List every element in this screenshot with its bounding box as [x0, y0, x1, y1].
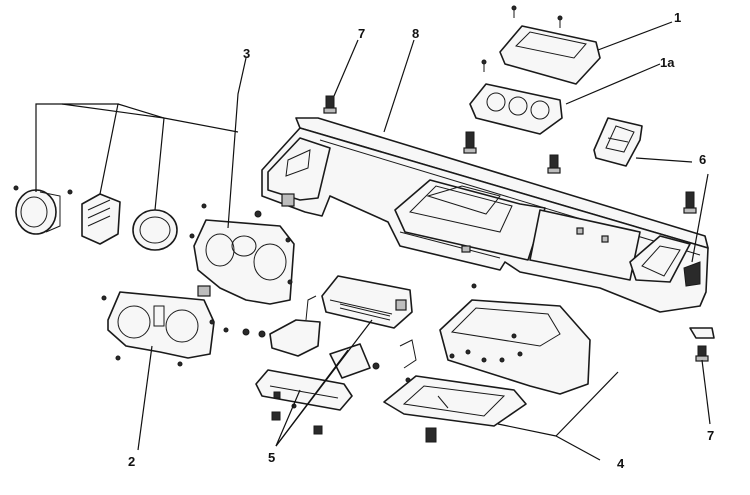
callout-3: 3 [243, 46, 250, 61]
gauge-bezel-part-1a [469, 83, 563, 135]
gauge-face-plate-part-2 [101, 291, 229, 367]
callout-5: 5 [268, 450, 275, 465]
glove-box-part-4 [383, 283, 591, 443]
callout-7-lower: 7 [707, 428, 714, 443]
leader-lines [137, 21, 711, 461]
callout-2: 2 [128, 454, 135, 469]
callout-4: 4 [617, 456, 625, 471]
switch-module-part-6 [593, 117, 643, 167]
callout-1: 1 [674, 10, 681, 25]
instrument-panel-main [261, 117, 715, 339]
callout-8: 8 [412, 26, 419, 41]
callout-1a: 1a [660, 55, 675, 70]
top-bezel-part-1 [481, 5, 601, 85]
gauge-assembly-part-3 [13, 103, 295, 305]
callout-6: 6 [699, 152, 706, 167]
radio-and-mounting-part-5 [242, 275, 417, 435]
callout-7-upper: 7 [358, 26, 365, 41]
fasteners-upper [323, 95, 709, 362]
